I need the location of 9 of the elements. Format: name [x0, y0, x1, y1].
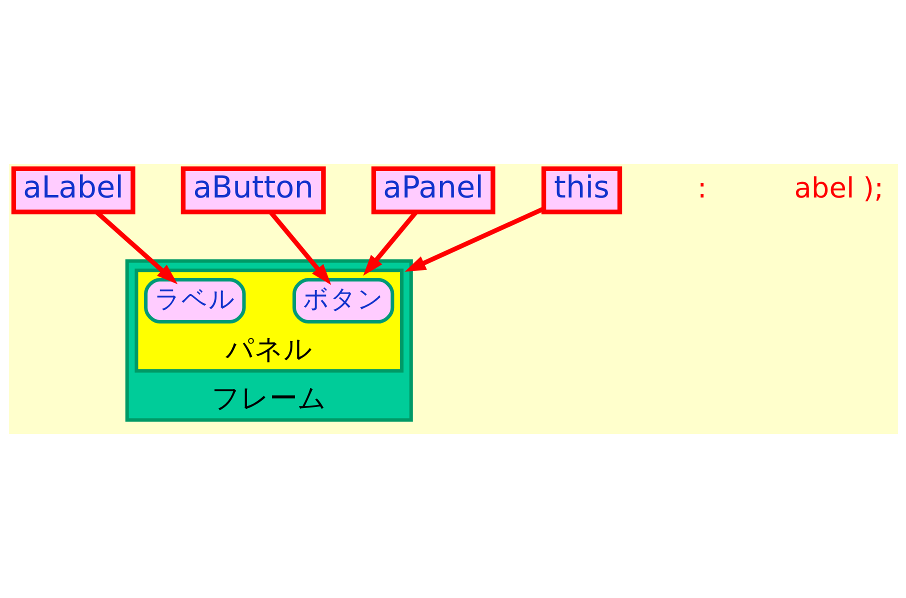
node-box: this	[540, 166, 622, 214]
label: :	[696, 172, 706, 205]
node-box: aButton	[180, 166, 326, 214]
node-box: ラベル	[144, 278, 246, 324]
node-box: aPanel	[370, 166, 495, 214]
node-box: ボタン	[292, 278, 394, 324]
label: abel );	[794, 172, 884, 205]
node-box: aLabel	[10, 166, 135, 214]
arrow	[404, 206, 544, 272]
